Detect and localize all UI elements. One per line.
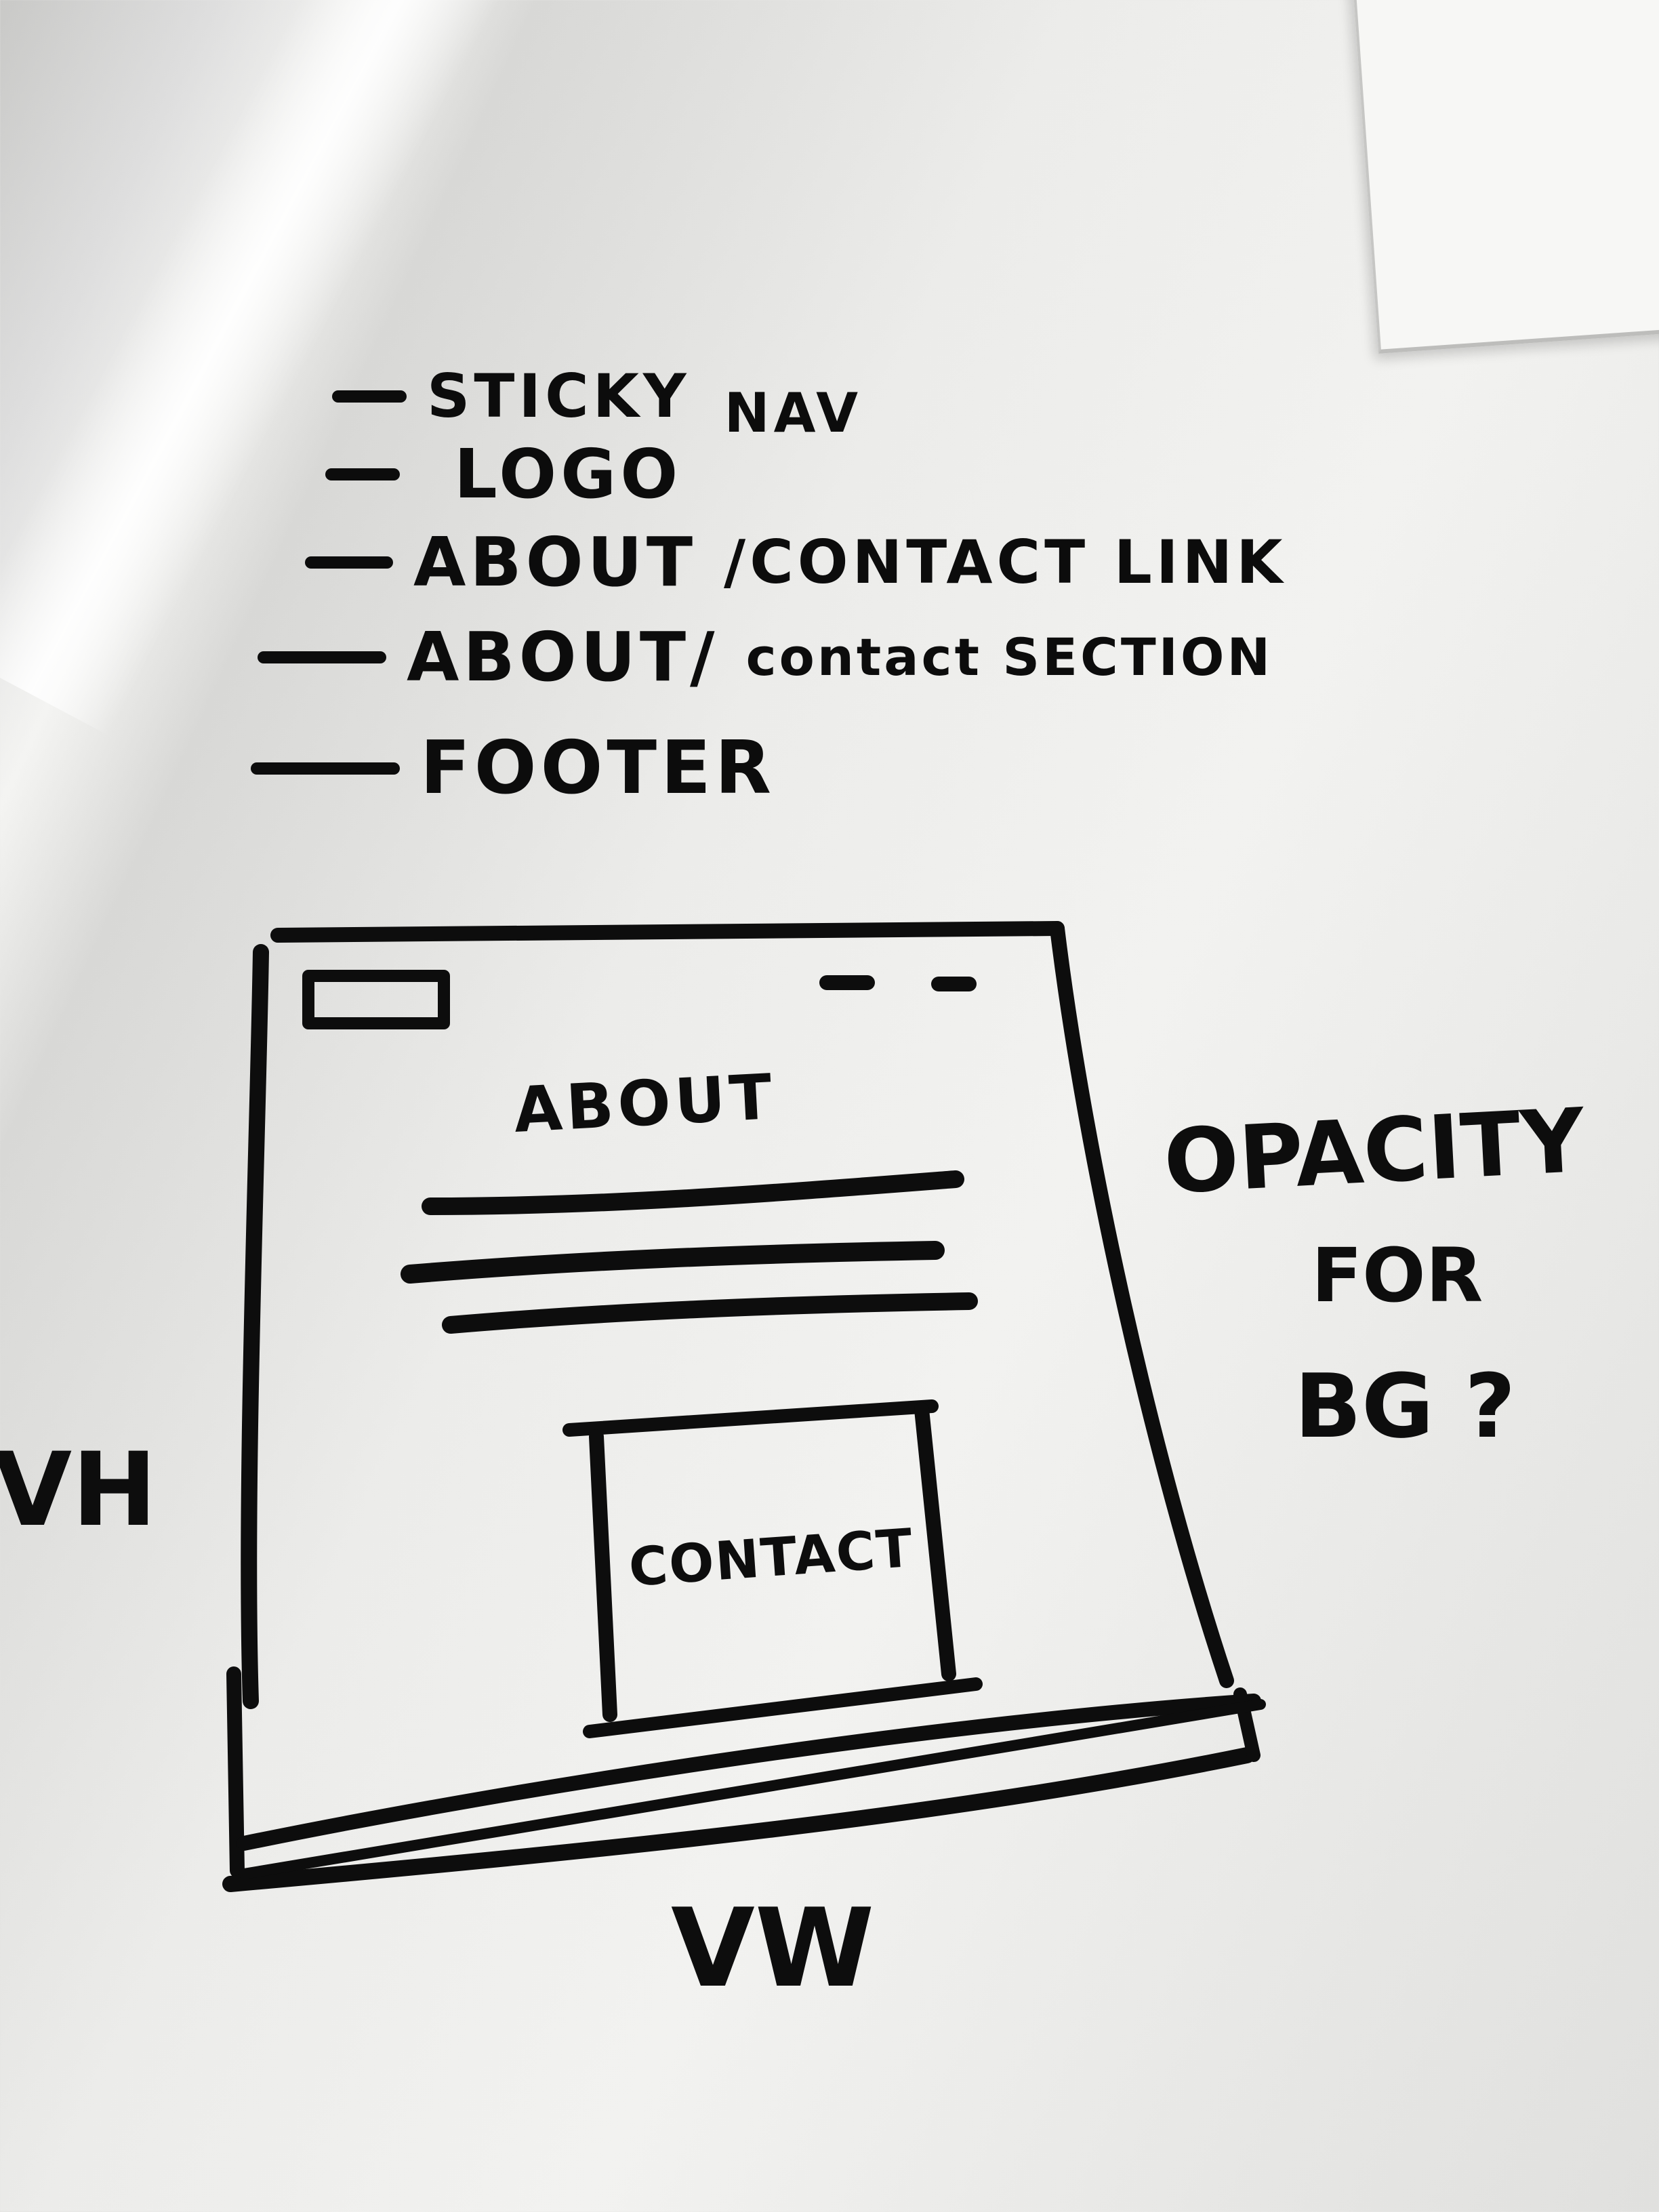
note-contact-link-label: /CONTACT LINK [724, 527, 1287, 597]
footer-left-edge [226, 1666, 245, 1878]
contact-box-bottom [583, 1677, 983, 1738]
wireframe-about-title: ABOUT [512, 1061, 778, 1147]
annotation-vw: VW [671, 1885, 874, 2011]
note-about-section-label: ABOUT/ [407, 617, 719, 697]
list-dash-icon [332, 390, 407, 403]
about-text-line-2 [401, 1241, 945, 1284]
footer-top-line [237, 1694, 1261, 1851]
note-contact-section-label: contact SECTION [745, 627, 1273, 687]
about-text-line-3 [442, 1292, 978, 1334]
wireframe-contact-label: CONTACT [627, 1518, 916, 1599]
note-about-label: ABOUT [413, 523, 697, 602]
note-nav-label: NAV [724, 382, 863, 445]
viewport-top-edge [270, 921, 1065, 943]
note-item-sticky-nav: STICKY NAV [332, 352, 862, 441]
list-dash-icon [325, 468, 400, 480]
note-logo-label: LOGO [454, 434, 682, 514]
footer-inner-line [239, 1699, 1266, 1879]
note-item-logo: LOGO [325, 441, 682, 508]
note-item-about-contact-section: ABOUT/ contact SECTION [258, 623, 1273, 691]
note-item-about-contact-link: ABOUT /CONTACT LINK [305, 529, 1286, 596]
contact-box-right [914, 1402, 956, 1681]
viewport-right-edge [1050, 921, 1234, 1688]
contact-box-left [589, 1429, 617, 1722]
annotation-opacity: OPACITY [1162, 1089, 1589, 1214]
note-footer-label: FOOTER [420, 726, 776, 811]
about-text-line-1 [422, 1170, 964, 1215]
annotation-vh: VH [0, 1431, 157, 1549]
list-dash-icon [251, 762, 400, 775]
note-sticky-label: STICKY [427, 361, 691, 431]
contact-box-top [562, 1399, 939, 1437]
note-item-footer: FOOTER [251, 732, 775, 805]
list-dash-icon [258, 651, 386, 663]
annotation-for: FOR [1311, 1232, 1483, 1319]
logo-placeholder-box [302, 970, 450, 1029]
viewport-left-edge [241, 944, 269, 1709]
list-dash-icon [305, 556, 393, 569]
footer-bottom-line [222, 1747, 1255, 1892]
annotation-bg: BG ? [1294, 1355, 1515, 1458]
